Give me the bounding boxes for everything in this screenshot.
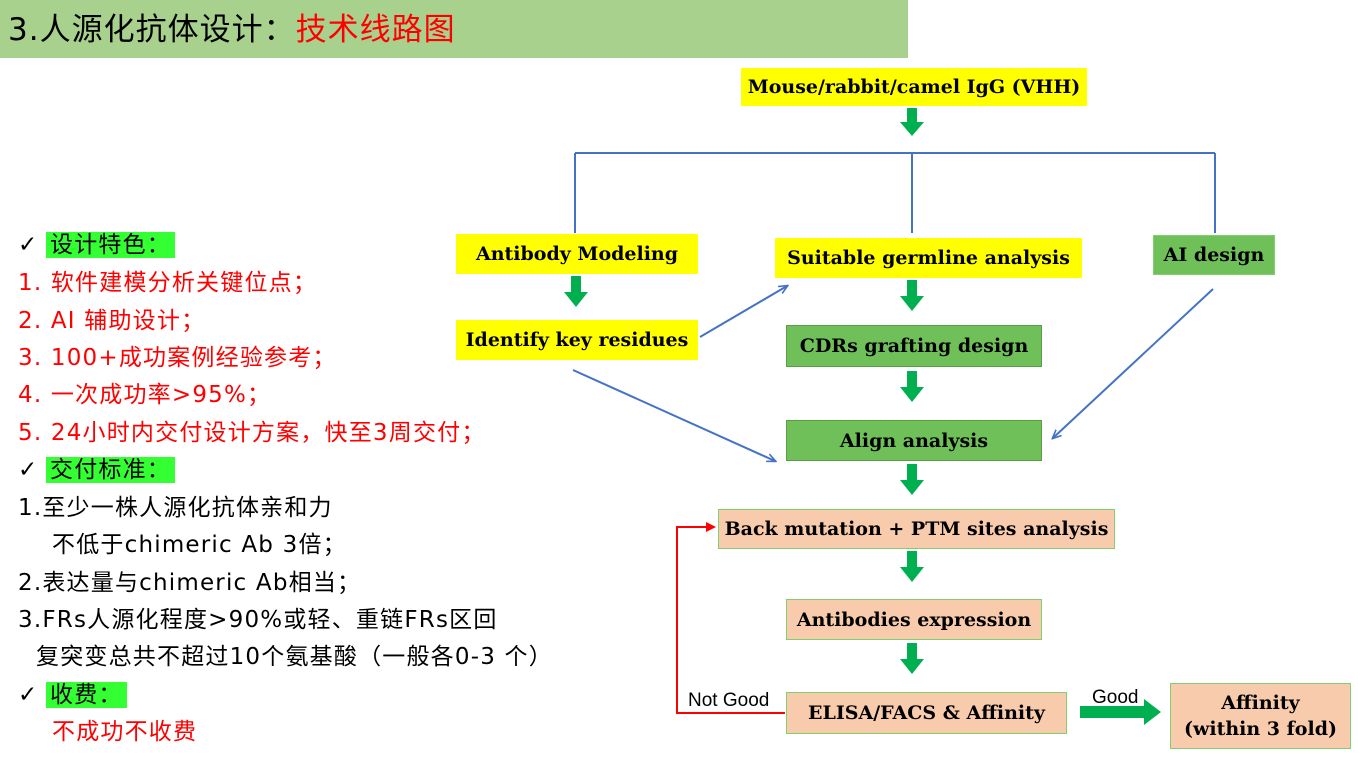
fee-text: 不成功不收费: [52, 719, 198, 745]
ai-to-align-arrow: [1053, 288, 1214, 438]
fee-heading: 收费：: [46, 682, 127, 708]
affinity-result-node: Affinity (within 3 fold): [1170, 683, 1351, 749]
delivery-item: 2.表达量与chimeric Ab相当；: [18, 570, 362, 596]
delivery-heading-line: ✓ 交付标准：: [18, 455, 175, 485]
cdr-grafting-node: CDRs grafting design: [786, 325, 1042, 367]
good-right-arrow: [1080, 699, 1161, 725]
feature-item: 5. 24小时内交付设计方案，快至3周交付；: [18, 420, 486, 446]
fee-heading-line: ✓ 收费：: [18, 680, 127, 710]
feature-item: 4. 一次成功率>95%；: [18, 382, 272, 408]
branch-lines: [574, 152, 1216, 233]
features-heading: 设计特色：: [46, 232, 175, 258]
check-mark-icon: ✓: [18, 682, 39, 708]
feature-item: 1. 软件建模分析关键位点；: [18, 270, 318, 296]
delivery-heading: 交付标准：: [46, 457, 175, 483]
title-accent: 技术线路图: [295, 12, 456, 48]
source-node: Mouse/rabbit/camel IgG (VHH): [741, 68, 1087, 106]
modeling-down-arrow: [564, 276, 588, 307]
good-label: Good: [1092, 687, 1139, 708]
ai-design-node: AI design: [1153, 235, 1275, 275]
title-prefix: 3.人源化抗体设计：: [8, 12, 296, 48]
feature-list: ✓ 设计特色： 1. 软件建模分析关键位点； 2. AI 辅助设计； 3. 100…: [18, 0, 698, 762]
backmutation-down-arrow: [900, 551, 924, 582]
germline-down-arrow: [900, 280, 924, 311]
delivery-item: 不低于chimeric Ab 3倍；: [52, 532, 347, 558]
antibodies-expression-node: Antibodies expression: [786, 599, 1042, 640]
expression-down-arrow: [900, 643, 924, 674]
germline-analysis-node: Suitable germline analysis: [775, 238, 1082, 278]
not-good-label: Not Good: [688, 690, 770, 711]
green-down-arrows: [564, 108, 1161, 725]
identify-to-align-arrow: [572, 369, 775, 461]
align-analysis-node: Align analysis: [786, 420, 1042, 461]
antibody-modeling-node: Antibody Modeling: [456, 234, 698, 274]
align-down-arrow: [900, 464, 924, 495]
feature-item: 3. 100+成功案例经验参考；: [18, 345, 337, 371]
back-mutation-node: Back mutation + PTM sites analysis: [718, 509, 1115, 549]
not-good-feedback-arrow: [676, 522, 785, 714]
identify-to-germline-arrow: [699, 286, 787, 338]
affinity-line-2: (within 3 fold): [1184, 718, 1337, 740]
affinity-line-1: Affinity: [1221, 692, 1300, 714]
title-bar: 3.人源化抗体设计：技术线路图: [0, 0, 908, 58]
source-down-arrow: [900, 108, 924, 136]
check-mark-icon: ✓: [18, 232, 39, 258]
grafting-down-arrow: [900, 371, 924, 402]
delivery-item: 复突变总共不超过10个氨基酸（一般各0-3 个）: [36, 644, 553, 670]
page-title: 3.人源化抗体设计：技术线路图: [8, 10, 456, 50]
delivery-item: 1.至少一株人源化抗体亲和力: [18, 495, 333, 521]
delivery-item: 3.FRs人源化程度>90%或轻、重链FRs区回: [18, 607, 498, 633]
check-mark-icon: ✓: [18, 457, 39, 483]
elisa-affinity-node: ELISA/FACS & Affinity: [786, 692, 1067, 734]
identify-residues-node: Identify key residues: [456, 320, 698, 360]
features-heading-line: ✓ 设计特色：: [18, 230, 175, 260]
feature-item: 2. AI 辅助设计；: [18, 308, 206, 334]
